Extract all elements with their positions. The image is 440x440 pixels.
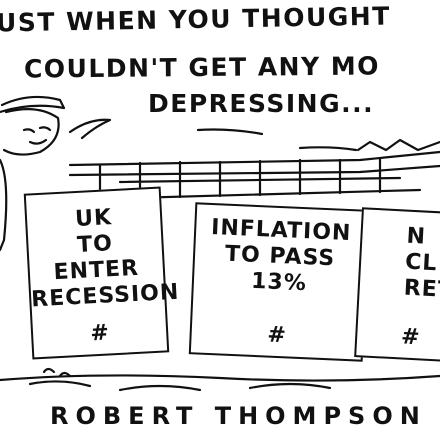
motion-squiggle-2 [196, 128, 264, 136]
caption-line-2: COULDN'T GET ANY MO [23, 51, 381, 84]
board-scribble-mark: # [266, 322, 287, 349]
ground-shading [28, 380, 332, 392]
wall-bricks [98, 156, 402, 202]
wall-pillar [356, 138, 440, 152]
wall-ledge-edge [68, 164, 440, 177]
board-line: RECESSION [30, 279, 180, 313]
motion-squiggle-3 [298, 146, 358, 152]
motion-squiggle [68, 118, 112, 140]
caption-line-3: DEPRESSING... [148, 89, 375, 118]
headline-board-inflation: INFLATION TO PASS 13% # [188, 202, 370, 362]
board-line: RET [403, 275, 440, 304]
board-scribble-mark: # [89, 320, 110, 347]
man-head [2, 107, 60, 156]
man-face-detail [22, 126, 52, 145]
man-body [0, 158, 8, 252]
ground-pebbles [42, 367, 72, 378]
board-line: CL [404, 249, 438, 277]
wall-top-edge [68, 150, 440, 167]
ground-line [0, 374, 440, 382]
man-hat [0, 95, 66, 114]
board-scribble-mark: # [400, 324, 421, 351]
board-line: N [405, 223, 427, 250]
artist-signature: ROBERT THOMPSON [50, 402, 427, 430]
headline-board-recession: UK TO ENTER RECESSION # [23, 186, 180, 360]
headline-board-cropped: N CL RET # [354, 207, 440, 363]
